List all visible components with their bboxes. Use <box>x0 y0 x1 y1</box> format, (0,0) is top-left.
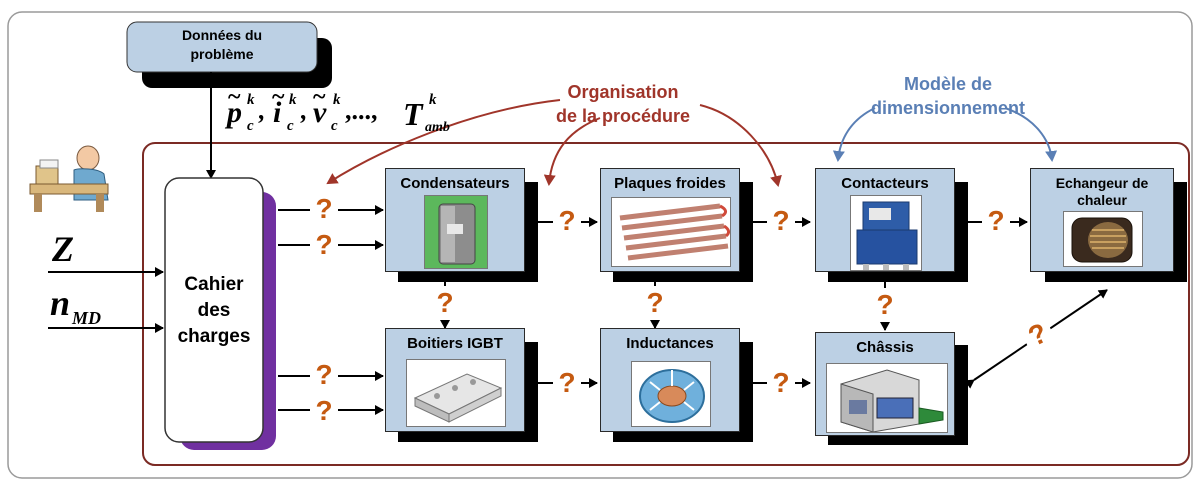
spec-label: Cahier des charges <box>177 274 251 347</box>
unknown-marker: ? <box>553 366 581 400</box>
organisation-arrow-plaques <box>699 104 782 187</box>
chassis-box: Châssis <box>815 332 955 436</box>
unknown-marker: ? <box>982 204 1010 238</box>
boitiers-box: Boitiers IGBT <box>385 328 525 432</box>
inductances-label: Inductances <box>626 335 714 352</box>
unknown-marker: ? <box>310 192 338 226</box>
procedure-frame <box>142 142 1190 466</box>
z-variable: Z <box>52 229 74 269</box>
unknown-marker: ? <box>310 394 338 428</box>
igbt-module-icon <box>406 359 506 427</box>
organisation-arrow-condens <box>543 117 601 186</box>
heat-exchanger-icon <box>1063 211 1143 267</box>
cold-plate-icon <box>611 197 731 267</box>
inductances-box: Inductances <box>600 328 740 432</box>
echangeur-box: Echangeur de chaleur <box>1030 168 1174 272</box>
contacteurs-box: Contacteurs <box>815 168 955 272</box>
condensateurs-box: Condensateurs <box>385 168 525 272</box>
nmd-variable: n <box>50 283 71 323</box>
plaques-box: Plaques froides <box>600 168 740 272</box>
inductor-icon <box>631 361 711 427</box>
contactor-icon <box>850 195 922 271</box>
organisation-label: Organisation de la procédure <box>555 82 691 126</box>
input-variables: p ~ c k , i ~ c k , v ~ c k ,..., T amb … <box>227 84 450 135</box>
problem-data-label: Données du problème <box>181 27 263 62</box>
unknown-marker: ? <box>871 288 899 322</box>
modele-arrow-echangeur <box>1004 107 1058 162</box>
modele-arrow-contacteurs <box>832 107 876 162</box>
designer-icon <box>22 140 114 214</box>
echangeur-label: Echangeur de chaleur <box>1055 175 1149 208</box>
modele-label: Modèle de dimensionnement <box>870 74 1026 118</box>
boitiers-label: Boitiers IGBT <box>407 335 503 352</box>
condensateurs-label: Condensateurs <box>400 175 510 192</box>
unknown-marker: ? <box>431 286 459 320</box>
capacitor-icon <box>424 195 488 269</box>
spec-box <box>164 177 264 443</box>
contacteurs-label: Contacteurs <box>841 175 929 192</box>
chassis-icon <box>826 363 948 433</box>
chassis-label: Châssis <box>856 339 914 356</box>
unknown-marker: ? <box>767 366 795 400</box>
unknown-marker: ? <box>767 204 795 238</box>
unknown-marker: ? <box>310 358 338 392</box>
unknown-marker: ? <box>310 228 338 262</box>
unknown-marker: ? <box>641 286 669 320</box>
unknown-marker: ? <box>553 204 581 238</box>
outer-frame <box>7 11 1193 479</box>
nmd-subscript: MD <box>72 308 102 328</box>
plaques-label: Plaques froides <box>614 175 726 192</box>
problem-data-box <box>126 21 318 73</box>
organisation-arrow-spec <box>326 99 561 185</box>
